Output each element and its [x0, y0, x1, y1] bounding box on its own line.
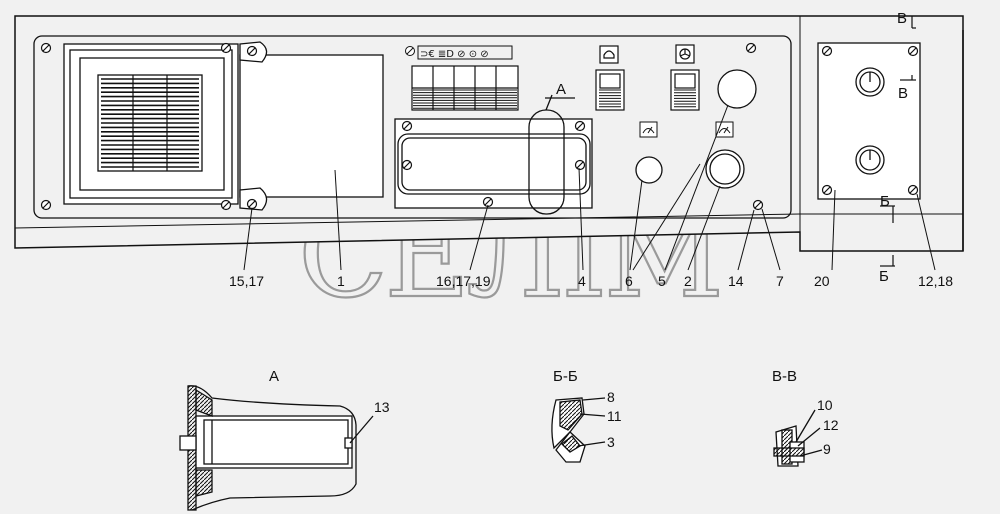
section-mark-v-mid: В: [898, 85, 908, 102]
detail-vv-part-10: 10: [817, 397, 833, 413]
section-mark-v-top: В: [897, 10, 907, 27]
callout-14: 14: [728, 273, 744, 289]
detail-bb-title: Б-Б: [553, 368, 578, 385]
label-plate: [394, 118, 593, 209]
callout-2: 2: [684, 273, 692, 289]
switch-icons-row: ⊃€ ≣D ⊘ ⊙ ⊘: [405, 45, 513, 60]
detail-a-part-13: 13: [374, 399, 390, 415]
svg-text:⊃€ ≣D ⊘ ⊙ ⊘: ⊃€ ≣D ⊘ ⊙ ⊘: [420, 49, 489, 60]
right-cover-plate: [817, 42, 921, 200]
section-mark-b-upper: Б: [880, 193, 890, 210]
round-instruments: [635, 69, 757, 189]
fan-switch-shading: [674, 89, 696, 108]
left-inner-panel: [33, 35, 792, 219]
detail-a-drawing: [179, 385, 374, 511]
display-panel: [239, 41, 384, 211]
detail-vv-part-9: 9: [823, 441, 831, 457]
detail-vv-part-12: 12: [823, 417, 839, 433]
callout-7: 7: [776, 273, 784, 289]
leader-lines: [243, 104, 936, 271]
section-mark-lines: [880, 16, 916, 267]
callout-1: 1: [337, 273, 345, 289]
callout-16-17-19: 16,17,19: [436, 273, 491, 289]
detail-vv-title: В-В: [772, 368, 797, 385]
detail-vv-drawing: [773, 409, 823, 467]
callout-20: 20: [814, 273, 830, 289]
rocker-switch-shading: [413, 89, 517, 109]
section-mark-b-lower: Б: [879, 268, 889, 285]
detail-a-title: А: [269, 368, 279, 385]
callout-15-17: 15,17: [229, 273, 264, 289]
section-mark-a: А: [556, 81, 566, 98]
warning-switch-shading: [599, 89, 621, 108]
detail-bb-part-3: 3: [607, 434, 615, 450]
speaker-grille: [101, 75, 199, 171]
detail-bb-drawing: [551, 397, 606, 463]
detail-bb-part-11: 11: [607, 408, 622, 424]
detail-bb-part-8: 8: [607, 389, 615, 405]
callout-5: 5: [658, 273, 666, 289]
callout-12-18: 12,18: [918, 273, 953, 289]
section-a-outline: [528, 94, 575, 215]
callout-6: 6: [625, 273, 633, 289]
callout-4: 4: [578, 273, 586, 289]
